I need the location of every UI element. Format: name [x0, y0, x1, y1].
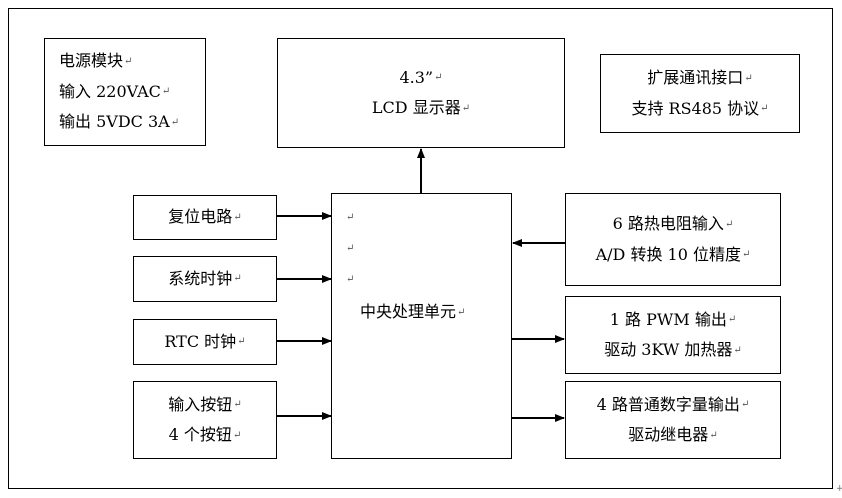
lcd-size: 4.3”↵ — [399, 67, 443, 87]
digital-output-box: 4 路普通数字量输出↵ 驱动继电器↵ — [565, 381, 781, 459]
pwm-output-box: 1 路 PWM 输出↵ 驱动 3KW 加热器↵ — [565, 296, 781, 374]
digital-output-load: 驱动继电器↵ — [628, 425, 718, 444]
input-buttons-title: 输入按钮↵ — [168, 394, 242, 414]
reset-circuit-box: 复位电路↵ — [133, 195, 277, 240]
power-module-input: 输入 220VAC↵ — [59, 81, 171, 101]
cpu-label: 中央处理单元 — [360, 302, 457, 321]
lcd-display-box: 4.3”↵ LCD 显示器↵ — [277, 38, 565, 148]
thermistor-input-precision: A/D 转换 10 位精度↵ — [595, 244, 751, 264]
input-buttons-count: 4 个按钮↵ — [168, 425, 242, 444]
thermistor-input-box: 6 路热电阻输入↵ A/D 转换 10 位精度↵ — [565, 193, 781, 286]
cpu-empty-line: ↵ — [346, 212, 355, 223]
thermistor-input-title: 6 路热电阻输入↵ — [612, 214, 734, 233]
rtc-clock-box: RTC 时钟↵ — [133, 319, 277, 365]
power-module-box: 电源模块↵ 输入 220VAC↵ 输出 5VDC 3A↵ — [44, 38, 206, 146]
cpu-empty-line: ↵ — [346, 274, 355, 285]
power-module-output: 输出 5VDC 3A↵ — [59, 112, 180, 132]
cpu-empty-line: ↵ — [346, 243, 355, 254]
expansion-comm-protocol: 支持 RS485 协议↵ — [631, 98, 769, 118]
input-buttons-box: 输入按钮↵ 4 个按钮↵ — [133, 381, 277, 459]
pwm-output-title: 1 路 PWM 输出↵ — [609, 309, 737, 329]
expansion-comm-box: 扩展通讯接口↵ 支持 RS485 协议↵ — [600, 54, 800, 133]
pwm-output-load: 驱动 3KW 加热器↵ — [604, 340, 742, 359]
corner-mark: + — [836, 484, 842, 494]
system-clock-label: 系统时钟 — [168, 268, 233, 288]
reset-circuit-label: 复位电路 — [168, 207, 233, 227]
lcd-title: LCD 显示器↵ — [371, 98, 471, 117]
expansion-comm-title: 扩展通讯接口↵ — [647, 68, 753, 87]
system-clock-box: 系统时钟↵ — [133, 256, 277, 302]
cpu-box: ↵ ↵ ↵ 中央处理单元↵ — [331, 193, 512, 459]
rtc-clock-label: RTC 时钟 — [164, 331, 237, 351]
digital-output-title: 4 路普通数字量输出↵ — [596, 394, 750, 414]
power-module-title: 电源模块↵ — [59, 51, 133, 71]
diagram-frame — [8, 8, 833, 489]
